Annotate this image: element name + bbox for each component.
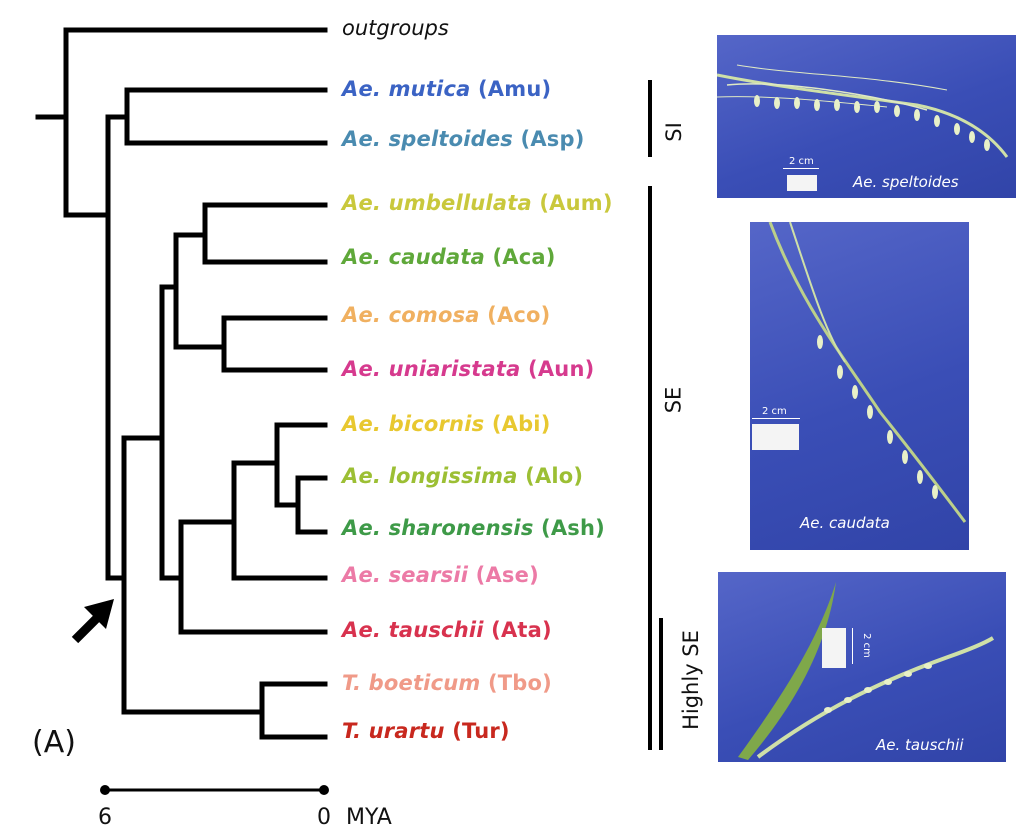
species-name: Ae. umbellulata	[342, 191, 532, 215]
species-name: T. boeticum	[342, 671, 481, 695]
taxon-label: Ae. bicornis (Abi)	[342, 412, 551, 436]
species-name: Ae. uniaristata	[342, 357, 521, 381]
outgroup-label: outgroups	[342, 16, 449, 40]
spike-illustration	[717, 64, 1009, 158]
species-code: (Tur)	[452, 719, 510, 743]
species-name: Ae. tauschii	[342, 618, 484, 642]
scale-left-label: 6	[98, 805, 112, 830]
taxon-label: Ae. speltoides (Asp)	[342, 127, 585, 151]
ruler-label: 2 cm	[789, 156, 814, 167]
photo-caudata: 2 cm Ae. caudata	[750, 222, 969, 550]
species-name: Ae. searsii	[342, 563, 469, 587]
species-code: (Aum)	[539, 191, 613, 215]
species-name: Ae. longissima	[342, 464, 518, 488]
scale-card	[752, 424, 799, 450]
species-name: Ae. bicornis	[342, 412, 485, 436]
ruler-label: 2 cm	[762, 406, 787, 417]
spike-illustration	[738, 582, 995, 760]
taxon-label: Ae. caudata (Aca)	[342, 245, 556, 269]
taxon-label: Ae. tauschii (Ata)	[342, 618, 552, 642]
group-label-highly-se: Highly SE	[678, 630, 703, 730]
species-code: (Tbo)	[487, 671, 552, 695]
species-code: (Ata)	[491, 618, 552, 642]
photo-caption: Ae. speltoides	[853, 173, 959, 191]
photo-tauschii: 2 cm Ae. tauschii	[718, 572, 1006, 762]
taxon-label: Ae. umbellulata (Aum)	[342, 191, 613, 215]
scale-card	[787, 175, 817, 191]
species-code: (Ash)	[541, 516, 605, 540]
taxon-label: Ae. uniaristata (Aun)	[342, 357, 594, 381]
panel-label: (A)	[32, 725, 76, 760]
group-label-se: SE	[661, 386, 686, 414]
taxon-label: Ae. searsii (Ase)	[342, 563, 539, 587]
taxon-label: Ae. sharonensis (Ash)	[342, 516, 605, 540]
taxon-label: Ae. longissima (Alo)	[342, 464, 583, 488]
species-name: Ae. mutica	[342, 77, 471, 101]
species-name: Ae. comosa	[342, 303, 480, 327]
species-name: Ae. speltoides	[342, 127, 513, 151]
species-code: (Abi)	[491, 412, 551, 436]
taxon-label: T. boeticum (Tbo)	[342, 671, 552, 695]
ruler-label: 2 cm	[860, 633, 872, 658]
group-label-si: SI	[661, 122, 686, 142]
photo-caption: Ae. tauschii	[876, 736, 964, 754]
scale-bar	[100, 785, 329, 795]
scale-card	[822, 628, 846, 668]
taxon-label: Ae. comosa (Aco)	[342, 303, 550, 327]
species-code: (Asp)	[520, 127, 585, 151]
species-code: (Ase)	[475, 563, 539, 587]
taxon-label: Ae. mutica (Amu)	[342, 77, 551, 101]
taxon-label: T. urartu (Tur)	[342, 719, 510, 743]
species-code: (Aun)	[528, 357, 595, 381]
photo-caption: Ae. caudata	[800, 514, 890, 532]
species-name: Ae. caudata	[342, 245, 485, 269]
species-name: T. urartu	[342, 719, 445, 743]
spike-illustration	[768, 222, 967, 523]
species-code: (Aca)	[492, 245, 556, 269]
species-name: Ae. sharonensis	[342, 516, 534, 540]
species-code: (Alo)	[525, 464, 584, 488]
species-code: (Aco)	[487, 303, 551, 327]
species-code: (Amu)	[478, 77, 552, 101]
photo-speltoides: 2 cm Ae. speltoides	[717, 35, 1016, 198]
scale-right-label: 0	[317, 805, 331, 830]
scale-unit-label: MYA	[346, 805, 392, 830]
arrow-icon	[71, 599, 114, 644]
